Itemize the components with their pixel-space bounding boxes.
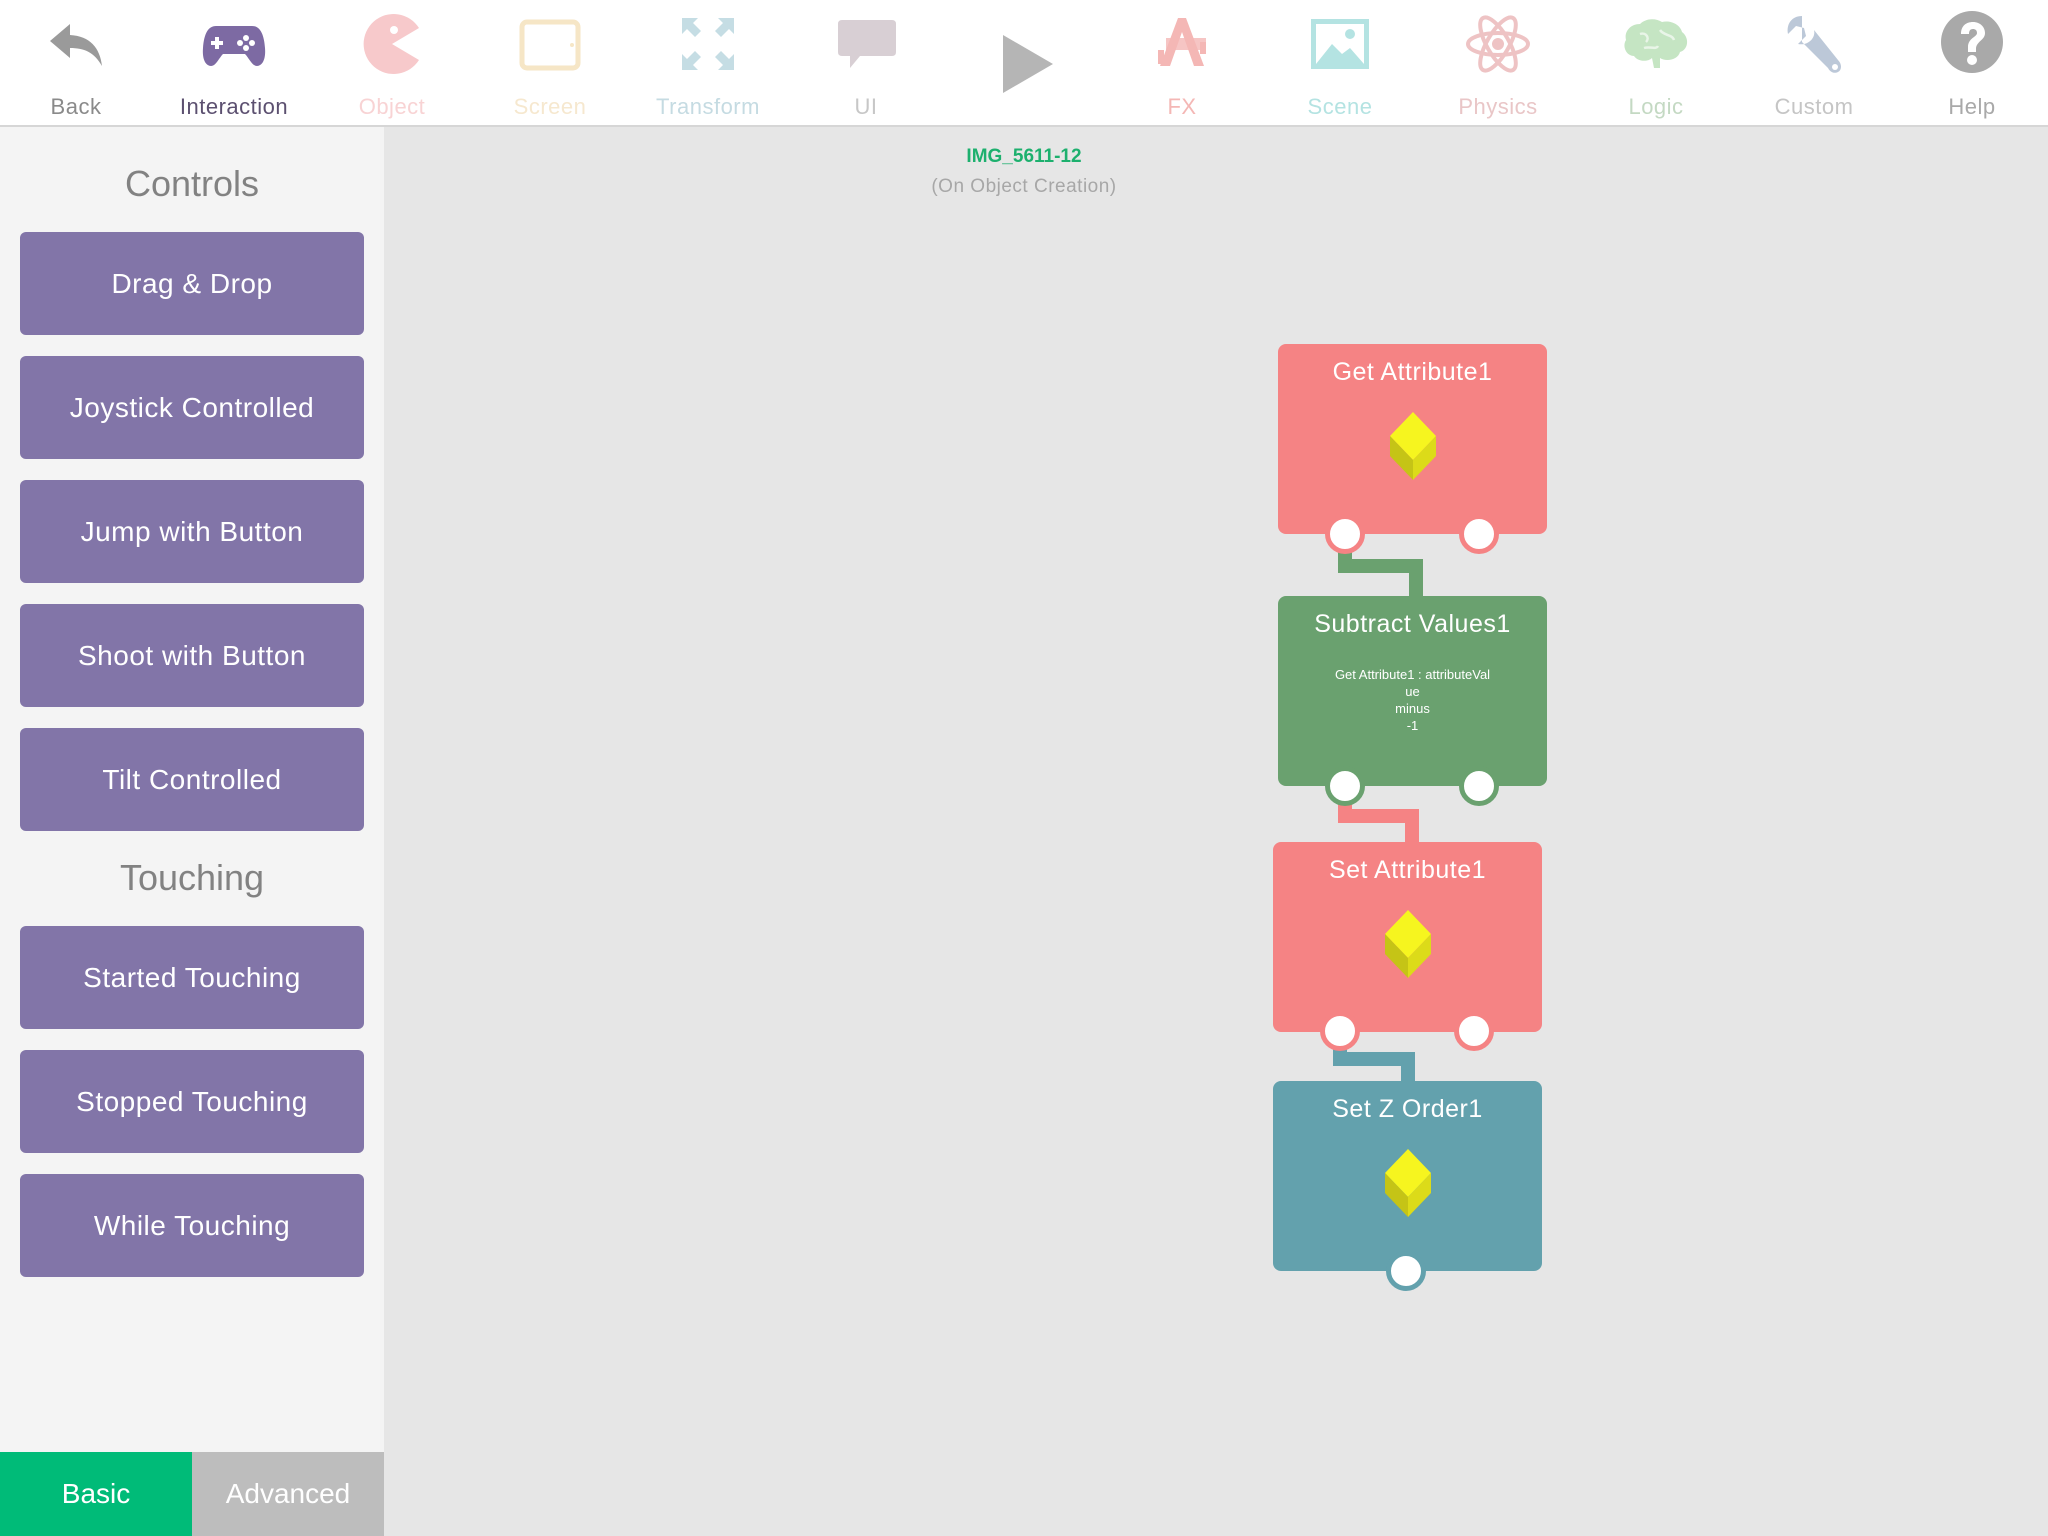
toolbar-back-button[interactable]: Back (1, 0, 151, 127)
toolbar-ui-label: UI (854, 94, 878, 119)
toolbar-object-tab[interactable]: Object (317, 0, 467, 127)
node-expression: Get Attribute1 : attributeVal ue minus -… (1334, 667, 1491, 733)
event-name: (On Object Creation) (931, 176, 1117, 197)
toolbar-fx-tab[interactable]: FX (1107, 0, 1257, 127)
node-set-z-order[interactable]: Set Z Order1 (1273, 1081, 1542, 1271)
jump-with-button-button[interactable]: Jump with Button (20, 480, 364, 583)
toolbar-play-button[interactable] (949, 0, 1099, 127)
output-port[interactable] (1459, 514, 1499, 554)
started-touching-button[interactable]: Started Touching (20, 926, 364, 1029)
node-title: Get Attribute1 (1332, 358, 1493, 386)
touching-section-title: Touching (119, 857, 265, 898)
joystick-controlled-button[interactable]: Joystick Controlled (20, 356, 364, 459)
stopped-touching-button[interactable]: Stopped Touching (20, 1050, 364, 1153)
top-toolbar: Back Interaction Object Screen Transform… (0, 0, 2048, 127)
drag-drop-button[interactable]: Drag & Drop (20, 232, 364, 335)
output-port[interactable] (1325, 766, 1365, 806)
shoot-with-button-button[interactable]: Shoot with Button (20, 604, 364, 707)
node-title: Subtract Values1 (1314, 610, 1511, 638)
output-port[interactable] (1454, 1011, 1494, 1051)
toolbar-custom-label: Custom (1774, 94, 1854, 119)
toolbar-screen-tab[interactable]: Screen (475, 0, 625, 127)
output-port[interactable] (1386, 1251, 1426, 1291)
back-arrow-icon (40, 8, 112, 80)
toolbar-scene-label: Scene (1307, 94, 1373, 119)
while-touching-button[interactable]: While Touching (20, 1174, 364, 1277)
toolbar-custom-tab[interactable]: Custom (1739, 0, 1889, 127)
atom-icon (1462, 8, 1534, 80)
toolbar-transform-tab[interactable]: Transform (633, 0, 783, 127)
output-port[interactable] (1325, 514, 1365, 554)
toolbar-ui-tab[interactable]: UI (791, 0, 941, 127)
behavior-palette: Controls Drag & Drop Joystick Controlled… (0, 127, 384, 1536)
node-set-attribute[interactable]: Set Attribute1 (1273, 842, 1542, 1032)
tab-advanced[interactable]: Advanced (192, 1452, 384, 1536)
help-icon (1936, 8, 2008, 80)
gem-icon (1384, 1149, 1431, 1217)
tilt-controlled-button[interactable]: Tilt Controlled (20, 728, 364, 831)
tab-basic[interactable]: Basic (0, 1452, 192, 1536)
gamepad-icon (198, 8, 270, 80)
node-subtract-values[interactable]: Subtract Values1 Get Attribute1 : attrib… (1278, 596, 1547, 786)
image-icon (1304, 8, 1376, 80)
gem-icon (1389, 412, 1436, 480)
toolbar-help-label: Help (1948, 94, 1996, 119)
toolbar-fx-label: FX (1167, 94, 1197, 119)
fx-icon (1146, 8, 1218, 80)
toolbar-screen-label: Screen (513, 94, 587, 119)
toolbar-object-label: Object (358, 94, 426, 119)
expand-arrows-icon (672, 8, 744, 80)
toolbar-interaction-tab[interactable]: Interaction (159, 0, 309, 127)
gem-icon (1384, 910, 1431, 978)
toolbar-logic-tab[interactable]: Logic (1581, 0, 1731, 127)
output-port[interactable] (1459, 766, 1499, 806)
toolbar-transform-label: Transform (656, 94, 760, 119)
controls-section-title: Controls (124, 163, 260, 204)
toolbar-scene-tab[interactable]: Scene (1265, 0, 1415, 127)
node-title: Set Attribute1 (1328, 856, 1487, 884)
node-get-attribute[interactable]: Get Attribute1 (1278, 344, 1547, 534)
wrench-icon (1778, 8, 1850, 80)
output-port[interactable] (1320, 1011, 1360, 1051)
mode-tabs: Basic Advanced (0, 1452, 384, 1536)
logic-canvas[interactable] (384, 127, 2048, 1536)
play-icon (979, 19, 1069, 109)
toolbar-help-button[interactable]: Help (1897, 0, 2047, 127)
tablet-icon (514, 8, 586, 80)
brain-icon (1620, 8, 1692, 80)
speech-bubble-icon (830, 8, 902, 80)
node-title: Set Z Order1 (1332, 1095, 1483, 1123)
toolbar-interaction-label: Interaction (179, 94, 289, 119)
toolbar-logic-label: Logic (1628, 94, 1684, 119)
toolbar-physics-tab[interactable]: Physics (1423, 0, 1573, 127)
toolbar-back-label: Back (50, 94, 102, 119)
pacman-icon (356, 8, 428, 80)
toolbar-physics-label: Physics (1458, 94, 1538, 119)
object-name: IMG_5611-12 (966, 146, 1082, 167)
